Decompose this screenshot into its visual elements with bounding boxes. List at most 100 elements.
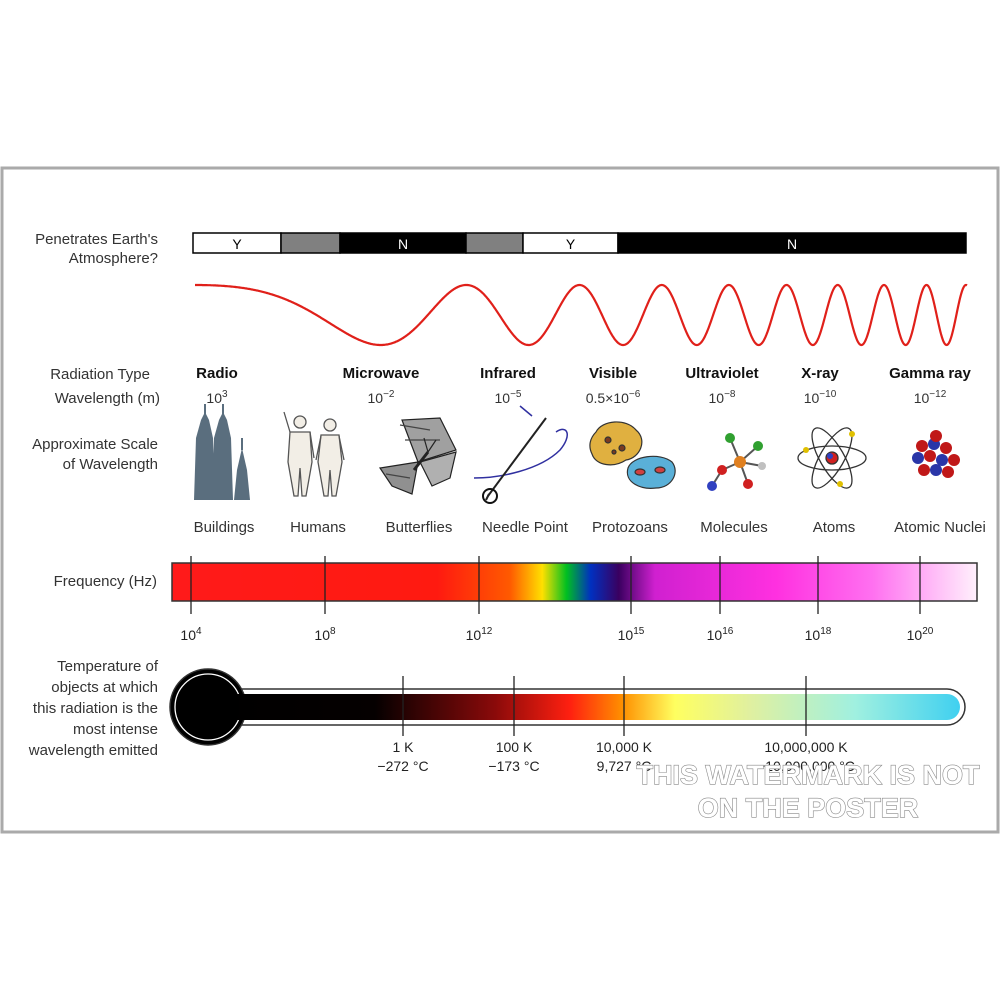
temp-label-line2: objects at which bbox=[51, 679, 158, 696]
temperature-kelvin: 100 K bbox=[496, 739, 533, 755]
scale-name: Humans bbox=[290, 519, 346, 536]
frequency-tick-label-exponent: 4 bbox=[196, 626, 202, 637]
wavelength-value: 103 bbox=[206, 389, 228, 406]
atmosphere-segment-label: Y bbox=[232, 236, 242, 252]
wavelength-value-base: 0.5×10 bbox=[586, 390, 629, 406]
frequency-tick-label-exponent: 15 bbox=[633, 626, 645, 637]
frequency-tick-label: 108 bbox=[314, 626, 336, 643]
temperature-celsius: ~10,000,000 °C bbox=[757, 758, 855, 774]
scale-name: Molecules bbox=[700, 519, 768, 536]
temperature-celsius: −272 °C bbox=[377, 758, 428, 774]
radiation-type-infrared: Infrared bbox=[480, 365, 536, 382]
scale-name: Butterflies bbox=[386, 519, 453, 536]
wavelength-value-base: 10 bbox=[368, 390, 384, 406]
molecule-icon bbox=[707, 433, 766, 491]
atmosphere-label-line2: Atmosphere? bbox=[69, 250, 158, 267]
poster-frame bbox=[0, 166, 1000, 834]
wavelength-value: 10−10 bbox=[804, 389, 837, 406]
frequency-tick-label-base: 10 bbox=[180, 627, 196, 643]
wavelength-value: 10−12 bbox=[914, 389, 947, 406]
butterfly-icon bbox=[378, 417, 457, 495]
temp-label-line1: Temperature of bbox=[57, 658, 159, 675]
scale-name: Needle Point bbox=[482, 519, 569, 536]
frequency-tick-label-base: 10 bbox=[805, 627, 821, 643]
frequency-tick-label: 104 bbox=[180, 626, 202, 643]
frequency-tick-label: 1015 bbox=[618, 626, 645, 643]
wavelength-value: 0.5×10−6 bbox=[586, 389, 641, 406]
humans-icon bbox=[283, 411, 345, 497]
temperature-kelvin: 10,000 K bbox=[596, 739, 653, 755]
protozoan-icon bbox=[589, 421, 676, 489]
temperature-ticks: 1 K −272 °C 100 K −173 °C 10,000 K 9,727 °C 10… bbox=[377, 676, 855, 774]
scale-name: Protozoans bbox=[592, 519, 668, 536]
wavelength-value-exponent: −6 bbox=[629, 389, 641, 400]
temperature-kelvin: 1 K bbox=[392, 739, 414, 755]
radiation-type-x-ray: X-ray bbox=[801, 365, 839, 382]
frequency-tick-label-exponent: 16 bbox=[722, 626, 734, 637]
atmosphere-segment-label: N bbox=[398, 236, 408, 252]
frequency-tick-label-base: 10 bbox=[466, 627, 482, 643]
wavelength-value-exponent: −10 bbox=[819, 389, 836, 400]
frequency-label: Frequency (Hz) bbox=[54, 573, 157, 590]
frequency-tick-label-base: 10 bbox=[907, 627, 923, 643]
atmosphere-segment-label: Y bbox=[566, 236, 576, 252]
frequency-tick-label-exponent: 12 bbox=[481, 626, 493, 637]
wavelength-value-base: 10 bbox=[804, 390, 820, 406]
temp-label-line5: wavelength emitted bbox=[28, 742, 158, 759]
temperature-kelvin: 10,000,000 K bbox=[764, 739, 848, 755]
frequency-tick-label-base: 10 bbox=[707, 627, 723, 643]
wavelength-value-exponent: −2 bbox=[383, 389, 395, 400]
scale-name: Atomic Nuclei bbox=[894, 519, 986, 536]
wavelength-label: Wavelength (m) bbox=[55, 390, 160, 407]
wavelength-value-base: 10 bbox=[709, 390, 725, 406]
wavelength-value-base: 10 bbox=[495, 390, 511, 406]
atmosphere-segment bbox=[280, 232, 341, 254]
frequency-tick-label-exponent: 20 bbox=[922, 626, 934, 637]
wavelength-value-exponent: −5 bbox=[510, 389, 522, 400]
em-wave bbox=[195, 283, 968, 347]
wavelength-value-exponent: 3 bbox=[222, 389, 228, 400]
frequency-tick-label-base: 10 bbox=[618, 627, 634, 643]
atmosphere-segment bbox=[617, 232, 967, 254]
thermometer bbox=[169, 668, 966, 746]
radiation-type-visible: Visible bbox=[589, 365, 637, 382]
frequency-tick-label: 1020 bbox=[907, 626, 934, 643]
temp-label-line4: most intense bbox=[73, 721, 158, 738]
wavelength-value-base: 10 bbox=[914, 390, 930, 406]
wavelength-value: 10−8 bbox=[709, 389, 736, 406]
atom-icon bbox=[797, 427, 867, 489]
wavelength-value-exponent: −8 bbox=[724, 389, 736, 400]
temp-label-line3: this radiation is the bbox=[33, 700, 158, 717]
radiation-type-radio: Radio bbox=[196, 365, 238, 382]
watermark-line1: THIS WATERMARK IS NOT bbox=[637, 760, 980, 790]
scale-names: Buildings Humans Butterflies Needle Point Pr… bbox=[194, 519, 986, 536]
scale-label-line1: Approximate Scale bbox=[32, 436, 158, 453]
atmosphere-segment bbox=[465, 232, 524, 254]
temperature-celsius: −173 °C bbox=[488, 758, 539, 774]
radiation-type-microwave: Microwave bbox=[343, 365, 420, 382]
temperature-celsius: 9,727 °C bbox=[597, 758, 652, 774]
scale-name: Buildings bbox=[194, 519, 255, 536]
frequency-tick-label-exponent: 8 bbox=[330, 626, 336, 637]
radiation-type-ultraviolet: Ultraviolet bbox=[685, 365, 758, 382]
radiation-type-label: Radiation Type bbox=[50, 366, 150, 383]
wavelength-value: 10−5 bbox=[495, 389, 522, 406]
wavelength-value-base: 10 bbox=[206, 390, 222, 406]
buildings-icon bbox=[194, 404, 250, 500]
frequency-tick-label-exponent: 18 bbox=[820, 626, 832, 637]
frequency-tick-label: 1016 bbox=[707, 626, 734, 643]
wavelength-value-exponent: −12 bbox=[929, 389, 946, 400]
needle-icon bbox=[473, 405, 568, 504]
radiation-type-gamma-ray: Gamma ray bbox=[889, 365, 971, 382]
watermark-line2: ON THE POSTER bbox=[698, 793, 919, 823]
atmosphere-label-line1: Penetrates Earth's bbox=[35, 231, 158, 248]
wavelength-value: 10−2 bbox=[368, 389, 395, 406]
scale-label-line2: of Wavelength bbox=[63, 456, 158, 473]
frequency-tick-label-base: 10 bbox=[314, 627, 330, 643]
frequency-tick-label: 1012 bbox=[466, 626, 493, 643]
